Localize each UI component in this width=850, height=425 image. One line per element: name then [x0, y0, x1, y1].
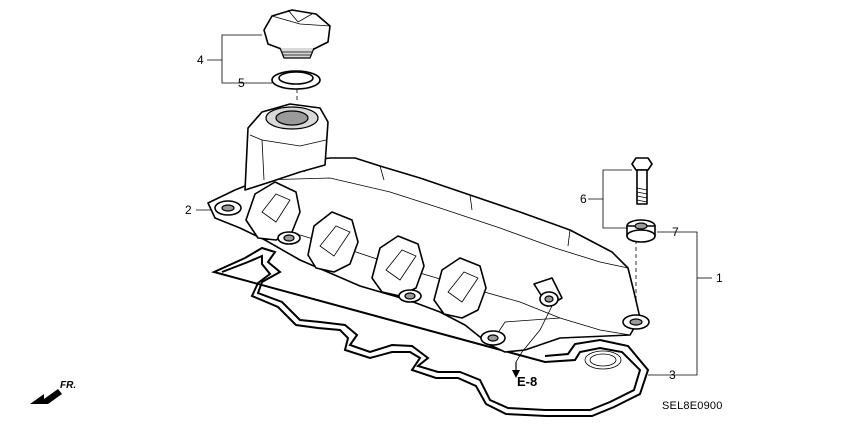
reference-arrow [512, 362, 520, 378]
callout-5: 5 [238, 76, 245, 90]
oil-filler-cap [263, 9, 331, 59]
cover-gasket [211, 246, 650, 417]
callout-7: 7 [672, 225, 679, 239]
callout-3: 3 [669, 368, 676, 382]
reference-label: E-8 [517, 374, 538, 389]
callout-6: 6 [580, 192, 587, 206]
bolt-grommet [626, 219, 656, 243]
front-direction-label: FR. [60, 380, 77, 391]
diagram-code: SEL8E0900 [662, 400, 723, 412]
valve-cover [207, 103, 650, 363]
filler-cap-o-ring [271, 70, 321, 90]
callout-1: 1 [716, 271, 723, 285]
callout-4: 4 [197, 53, 204, 67]
cover-bolt [631, 157, 653, 205]
callout-2: 2 [185, 203, 192, 217]
leader-lines [196, 34, 712, 376]
front-direction-arrow [30, 389, 62, 404]
